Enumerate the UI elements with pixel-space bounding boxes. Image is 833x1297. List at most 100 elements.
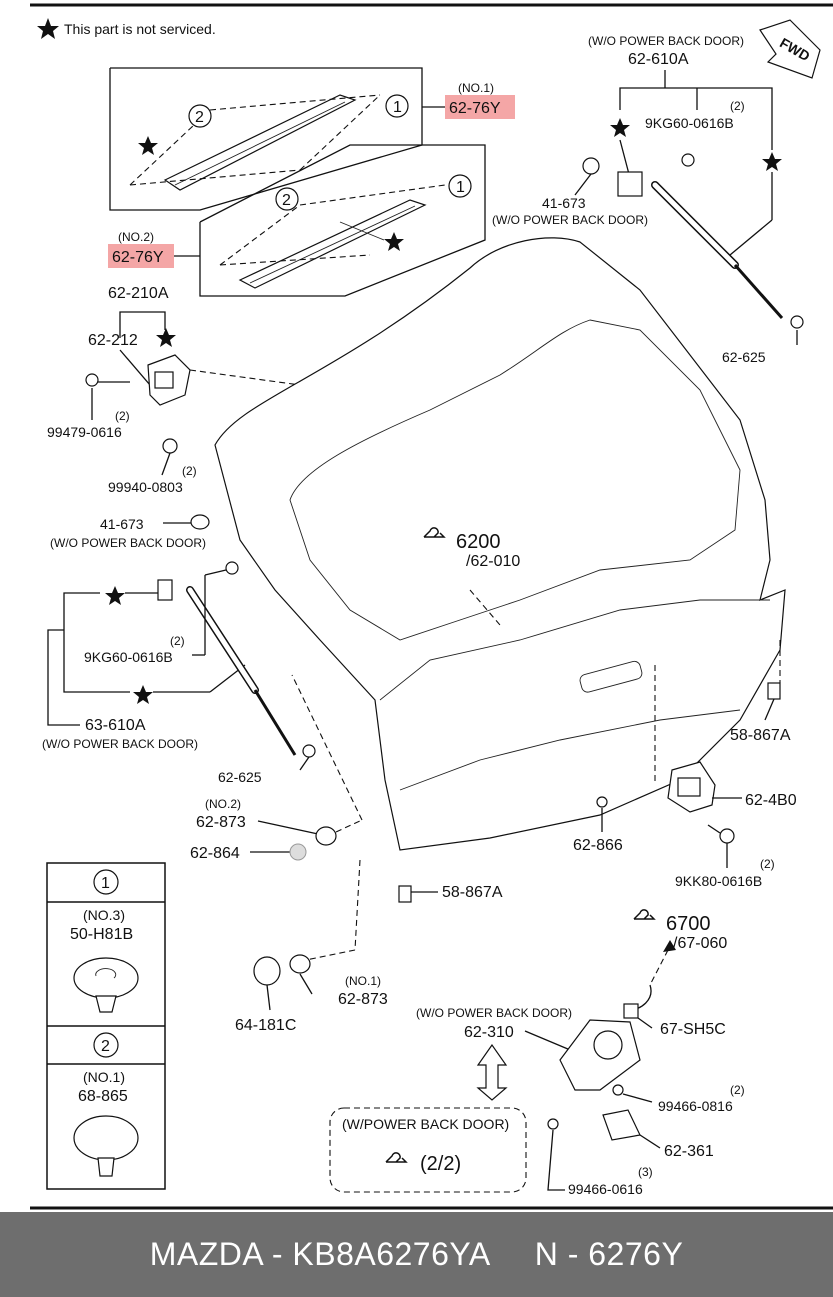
star-icon <box>610 118 630 137</box>
callout-circle-2b <box>275 187 299 211</box>
part-64-181C: 64-181C <box>235 1017 296 1034</box>
part-58-867A-right: 58-867A <box>730 727 791 744</box>
wo-power-41-left: (W/O POWER BACK DOOR) <box>50 536 206 550</box>
no2-label: (NO.2) <box>118 230 154 244</box>
part-62-873-b: 62-873 <box>338 991 388 1008</box>
part-9KG60-left: 9KG60-0616B <box>84 649 173 665</box>
garnish-rail-2 <box>219 184 446 289</box>
arrow-up-icon <box>663 940 676 952</box>
highlight-no2 <box>108 244 174 268</box>
part-63-610A: 63-610A <box>85 717 146 734</box>
part-41-673-top: 41-673 <box>542 195 586 211</box>
callout-1b-text: 1 <box>456 179 465 196</box>
fwd-arrow-icon: FWD <box>759 19 821 79</box>
part-62-625-right: 62-625 <box>722 349 766 365</box>
part-62-212: 62-212 <box>88 332 138 349</box>
part-67-SH5C: 67-SH5C <box>660 1021 726 1038</box>
part-99940: 99940-0803 <box>108 479 183 495</box>
part-62-873-a: 62-873 <box>196 814 246 831</box>
legend-row2-part: 68-865 <box>78 1088 128 1105</box>
qty-2-99479: (2) <box>115 409 130 423</box>
part-99466-0816: 99466-0816 <box>658 1098 733 1114</box>
callout-circle-2a <box>188 104 212 128</box>
garnish-rail-1 <box>129 94 381 191</box>
qty-2-99466: (2) <box>730 1083 745 1097</box>
part-62-4B0: 62-4B0 <box>745 792 797 809</box>
qty-2-99940: (2) <box>182 464 197 478</box>
part-62-864: 62-864 <box>190 845 240 862</box>
bolt-99466-0816 <box>612 1084 624 1096</box>
callout-circle-1b <box>448 174 472 198</box>
cap-62-864 <box>289 843 307 861</box>
ref-6700: 6700 <box>666 913 711 935</box>
wo-power-310: (W/O POWER BACK DOOR) <box>416 1006 572 1020</box>
box-no1 <box>109 67 423 211</box>
star-icon <box>384 232 404 251</box>
callout-1a-text: 1 <box>393 99 402 116</box>
ref-hand-icon-6700 <box>633 909 656 920</box>
qty-3-99466: (3) <box>638 1165 653 1179</box>
no2-873: (NO.2) <box>205 797 241 811</box>
latch-62-310 <box>559 1019 641 1091</box>
star-icon <box>156 328 176 347</box>
highlight-no1 <box>445 95 515 119</box>
part-41-673-left: 41-673 <box>100 516 144 532</box>
star-icon <box>133 685 153 704</box>
nut-99940 <box>162 438 178 454</box>
no1-label: (NO.1) <box>458 81 494 95</box>
power-box-ref: (2/2) <box>420 1153 461 1175</box>
push-clip-68-865-icon <box>73 1115 139 1177</box>
bump-stopper-64-181C <box>253 956 281 986</box>
callout-2b-text: 2 <box>282 192 291 209</box>
ref-6200: 6200 <box>456 531 501 553</box>
legend-row1-part: 50-H81B <box>70 926 133 943</box>
part-99466-0616: 99466-0616 <box>568 1181 643 1197</box>
legend-table: 1 (NO.3) 50-H81B 2 (NO.1) 68-865 <box>46 862 166 1190</box>
ref-67-060: /67-060 <box>673 935 727 952</box>
part-62-610A: 62-610A <box>628 51 689 68</box>
callout-2a-text: 2 <box>195 109 204 126</box>
switch-62-4B0 <box>667 761 716 813</box>
wo-power-top: (W/O POWER BACK DOOR) <box>588 34 744 48</box>
wo-power-41-top: (W/O POWER BACK DOOR) <box>492 213 648 227</box>
star-icon <box>105 586 125 605</box>
star-icon <box>138 136 158 155</box>
legend-row1-num: 1 <box>101 875 110 892</box>
part-62-210A: 62-210A <box>108 285 169 302</box>
bolt-99466-0616 <box>547 1118 559 1130</box>
legend-circle-1 <box>93 869 119 895</box>
double-arrow-icon <box>476 1043 508 1101</box>
hinge-62-212 <box>147 354 301 406</box>
part-62-310: 62-310 <box>464 1024 514 1041</box>
star-icon <box>762 152 782 171</box>
gas-strut-left <box>157 561 316 758</box>
qty-2-left: (2) <box>170 634 185 648</box>
star-icon <box>37 18 59 39</box>
clip-58-867A-mid <box>398 885 412 903</box>
part-9KK80: 9KK80-0616B <box>675 873 762 889</box>
stopper-62-873-b <box>289 954 311 974</box>
parts-diagram: This part is not serviced. FWD (NO.1) 62… <box>30 3 833 1210</box>
box-no2 <box>199 144 486 297</box>
bolt-99479 <box>85 373 99 387</box>
part-62-625-left: 62-625 <box>218 769 262 785</box>
ref-hand-icon-power <box>385 1152 408 1163</box>
part-58-867A-mid: 58-867A <box>442 884 503 901</box>
clip-58-867A-right <box>767 682 781 700</box>
qty-2-9KK: (2) <box>760 857 775 871</box>
part-99479: 99479-0616 <box>47 424 122 440</box>
callout-circle-1a <box>385 94 409 118</box>
legend-row2-no: (NO.1) <box>83 1069 125 1085</box>
footer-brand-part: MAZDA - KB8A6276YA <box>149 1236 491 1272</box>
legend-row2-num: 2 <box>101 1038 110 1055</box>
legend-circle-2 <box>93 1032 119 1058</box>
no1-873: (NO.1) <box>345 974 381 988</box>
bolt-9KK80 <box>719 828 735 844</box>
clip-62-866 <box>596 796 608 808</box>
legend-row1-no: (NO.3) <box>83 907 125 923</box>
stopper-62-873-a <box>315 826 337 846</box>
gas-strut-right <box>617 153 804 329</box>
wo-power-63: (W/O POWER BACK DOOR) <box>42 737 198 751</box>
ref-hand-icon-6200 <box>423 527 446 538</box>
grommet-41-673-left <box>190 514 210 530</box>
